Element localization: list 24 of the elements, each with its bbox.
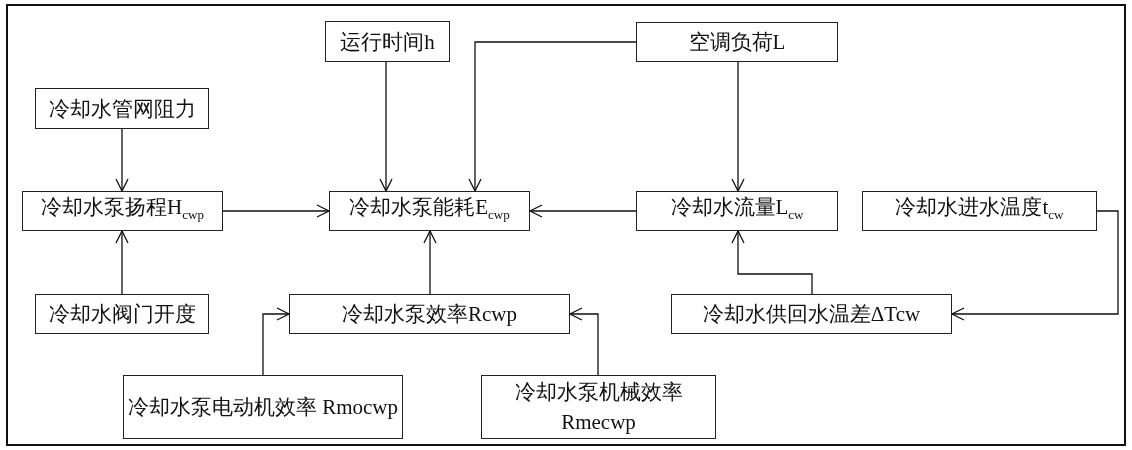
arrow — [731, 230, 813, 295]
arrow — [379, 61, 393, 192]
process-box: 冷却水管网阻力 — [35, 88, 209, 129]
arrow — [468, 41, 637, 192]
arrow — [262, 307, 290, 376]
process-box: 冷却水泵扬程H$_{cwp}$ — [22, 191, 223, 231]
process-box: 冷却水流量L$_{cw}$ — [636, 191, 838, 231]
arrow — [731, 61, 745, 192]
process-box: 冷却水供回水温差ΔTcw — [671, 294, 952, 334]
process-box: 运行时间h — [325, 21, 450, 62]
process-box: 冷却水泵效率Rcwp — [289, 294, 570, 334]
arrow — [115, 230, 129, 295]
arrow — [529, 204, 637, 218]
arrow — [222, 204, 330, 218]
arrow — [951, 210, 1119, 321]
arrow — [115, 128, 129, 192]
arrow — [569, 307, 599, 376]
process-box: 冷却水泵能耗E$_{cwp}$ — [329, 191, 530, 231]
process-box: 冷却水泵机械效率 Rmecwp — [481, 375, 716, 439]
arrow — [423, 230, 437, 295]
process-box: 冷却水阀门开度 — [35, 294, 209, 334]
process-box: 空调负荷L — [636, 22, 838, 62]
process-box: 冷却水进水温度t$_{cw}$ — [862, 191, 1097, 231]
process-box: 冷却水泵电动机效率 Rmocwp — [123, 375, 403, 439]
